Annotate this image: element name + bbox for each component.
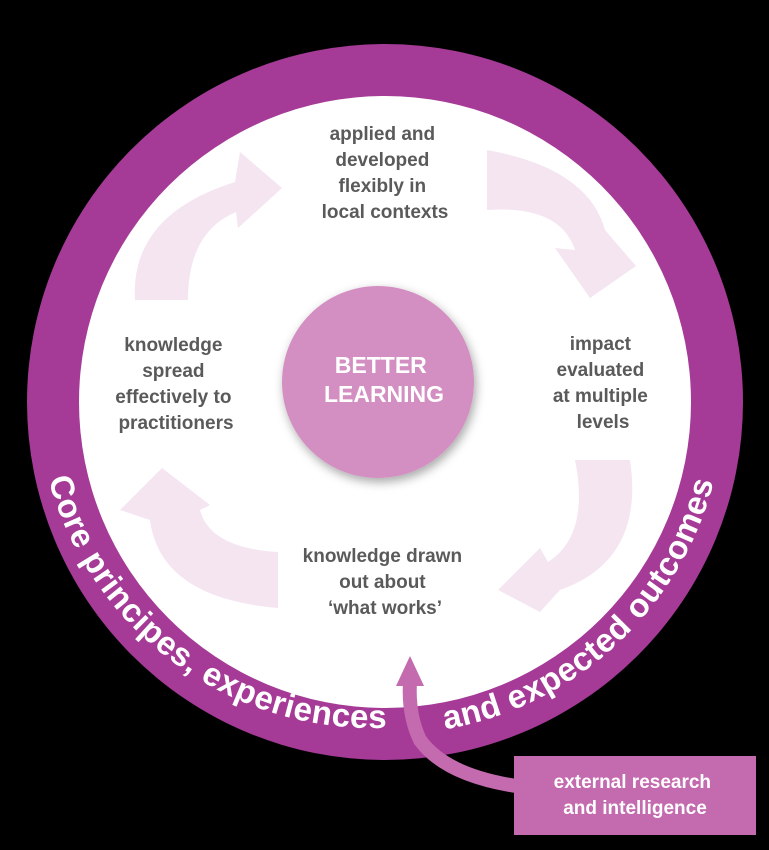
- step-left: knowledge spread effectively to practiti…: [115, 335, 236, 434]
- arrow-top-left: [134, 152, 282, 300]
- input-box: [514, 756, 756, 835]
- cycle-arrows: [120, 150, 636, 612]
- input-box-line2: and intelligence: [563, 798, 707, 819]
- step-right: impact evaluated at multiple levels: [553, 334, 653, 433]
- center-circle: [282, 286, 474, 478]
- input-arrow-head: [396, 656, 424, 686]
- input-box-label: external research and intelligence: [554, 772, 717, 819]
- arrow-bottom-right: [498, 460, 633, 612]
- input-arrow-shaft: [402, 681, 518, 793]
- arrow-bottom-left: [120, 468, 278, 608]
- center-label-line2: LEARNING: [324, 381, 444, 407]
- step-bottom: knowledge drawn out about ‘what works’: [303, 546, 468, 619]
- center-label: BETTER LEARNING: [324, 352, 444, 407]
- center-label-line1: BETTER: [335, 352, 427, 378]
- step-top: applied and developed flexibly in local …: [322, 124, 449, 223]
- arrow-top-right: [487, 150, 636, 298]
- input-box-line1: external research: [554, 772, 711, 793]
